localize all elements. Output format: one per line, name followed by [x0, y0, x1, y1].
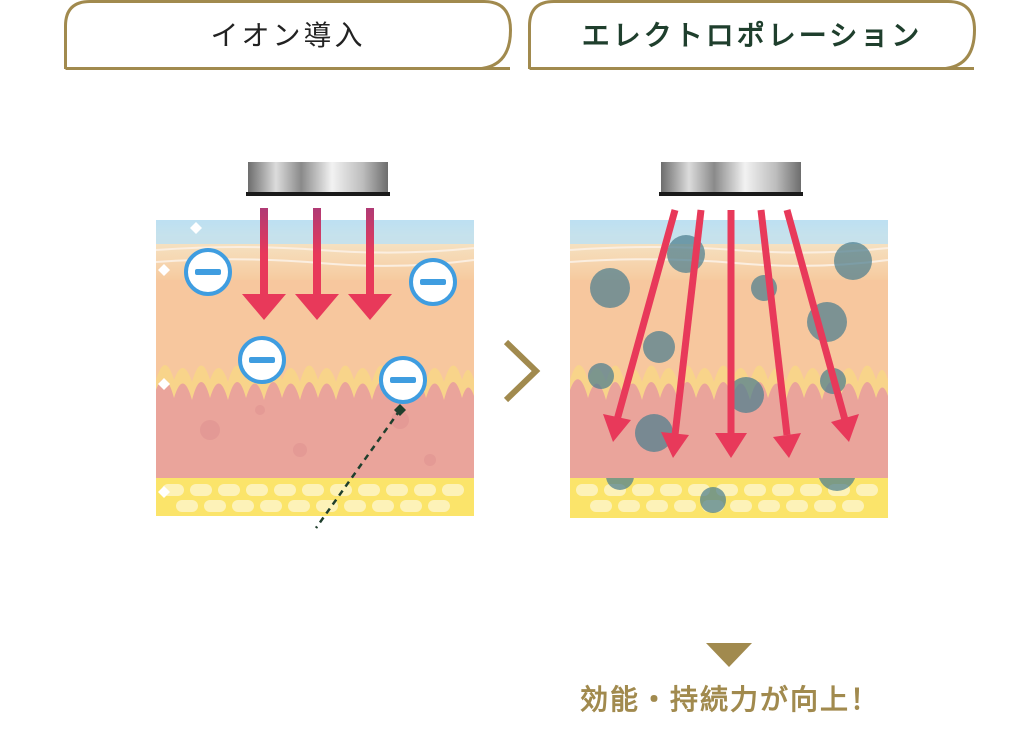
molecule [606, 478, 634, 490]
molecule [588, 363, 614, 389]
arrow-down [242, 208, 286, 320]
molecule [700, 487, 726, 513]
skin-diagram-ion [155, 162, 475, 529]
arrow-diagonal [757, 209, 801, 458]
ion-introduction-diagram [150, 150, 480, 540]
result-caption: 効能・持続力が向上！ [579, 683, 880, 716]
arrow-diagonal [783, 209, 859, 442]
current-arrows [242, 208, 392, 320]
sparkle-decorations [158, 222, 202, 498]
tab-frame [64, 0, 512, 70]
molecule [728, 377, 764, 413]
current-arrows [603, 209, 859, 458]
molecules [588, 235, 872, 452]
electrode-device [246, 162, 390, 196]
skin-diagram-electroporation [569, 162, 889, 480]
arrow-down [295, 208, 339, 320]
arrow-diagonal [661, 209, 705, 458]
minus-circle-icon [379, 356, 427, 404]
triangle-down-icon [706, 643, 752, 667]
leader-line [314, 404, 406, 529]
tab-ion-introduction: イオン導入 [64, 0, 512, 70]
molecule [635, 414, 673, 452]
minus-circle-icon [238, 336, 286, 384]
arrow-down [348, 208, 392, 320]
tab-frame [528, 0, 976, 70]
molecule [643, 331, 675, 363]
electroporation-diagram [565, 150, 895, 480]
molecule [818, 478, 856, 491]
minus-circle-icon [409, 258, 457, 306]
arrow-down [715, 210, 747, 458]
tab-label: エレクトロポレーション [581, 19, 923, 52]
tab-electroporation: エレクトロポレーション [528, 0, 976, 70]
subcutaneous-fat-layer [570, 478, 888, 518]
chevron-right-icon [503, 339, 541, 403]
tab-label: イオン導入 [210, 19, 366, 52]
molecule [834, 242, 872, 280]
electrode-device [659, 162, 803, 196]
molecule [590, 268, 630, 308]
minus-circle-icon [184, 248, 232, 296]
arrow-diagonal [603, 209, 679, 442]
